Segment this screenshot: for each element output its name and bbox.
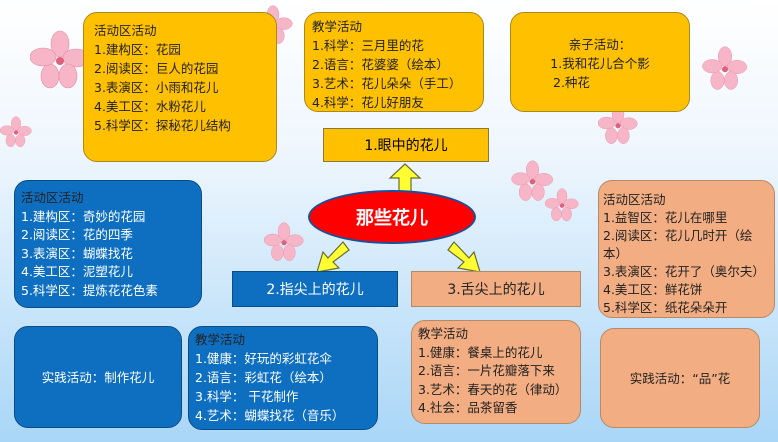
flower-decoration [30,30,90,89]
box-title: 活动区活动 [21,190,84,205]
flower-decoration [545,188,579,222]
theme-label: 1.眼中的花儿 [364,138,448,154]
theme-label: 3.舌尖上的花儿 [447,282,545,298]
activity-area-box-mid-right: 活动区活动 1.益智区：花儿在哪里 2.阅读区：花儿几时开（绘 本） 3.表演区… [598,180,775,318]
center-topic-ellipse: 那些花儿 [308,190,476,244]
arrow-down-left-icon [316,241,350,273]
box-item: 5.科学区：探秘花儿结构 [94,118,231,133]
teaching-box-bottom-right: 教学活动 1.健康：餐桌上的花儿 2.语言：一片花瓣落下来 3.艺术：春天的花（… [411,320,581,424]
flower-decoration [263,222,304,261]
theme-1-box: 1.眼中的花儿 [323,128,489,162]
box-item: 4.科学：花儿好朋友 [312,95,424,110]
theme-3-box: 3.舌尖上的花儿 [411,271,581,307]
box-item: 3.艺术：春天的花（律动） [418,381,568,397]
center-topic: 那些花儿 [356,208,428,229]
box-item: 1.建构区：花园 [94,42,181,57]
box-item: 3.艺术：花儿朵朵（手工） [312,76,462,91]
box-item: 4.艺术：蝴蝶找花（音乐） [195,408,345,423]
box-item: 2.种花 [553,75,590,90]
box-item: 2.语言：花婆婆（绘本） [312,57,449,72]
box-item: 本） [603,246,629,261]
box-item: 2.语言：一片花瓣落下来 [418,363,555,378]
box-title: 活动区活动 [94,23,157,38]
box-title: 活动区活动 [603,192,666,207]
box-item: 3.科学： 干花制作 [195,389,299,404]
box-item: 1.益智区：花儿在哪里 [603,210,728,225]
box-item: 2.阅读区：花的四季 [21,227,133,242]
box-title: 教学活动 [195,332,246,347]
box-item: 1.健康：好玩的彩虹花伞 [195,351,332,366]
box-item: 5.科学区：提炼花花色素 [21,282,158,298]
flower-decoration [702,46,747,90]
box-item: 2.阅读区：花儿几时开（绘 [603,228,753,243]
teaching-box-top: 教学活动 1.科学：三月里的花 2.语言：花婆婆（绘本） 3.艺术：花儿朵朵（手… [304,12,484,112]
flower-decoration [0,116,32,148]
box-title: 教学活动 [312,19,363,34]
theme-label: 2.指尖上的花儿 [266,282,364,298]
activity-area-box-top-left: 活动区活动 1.建构区：花园 2.阅读区：巨人的花园 3.表演区：小雨和花儿 4… [83,12,277,162]
practice-box-left: 实践活动：制作花儿 [14,326,182,428]
box-item: 2.语言：彩虹花（绘本） [195,370,332,385]
box-item: 4.美工区：鲜花饼 [603,282,703,297]
parent-child-box: 亲子活动： 1.我和花儿合个影 2.种花 [510,12,690,112]
box-item: 5.科学区：纸花朵朵开 [603,300,728,315]
box-title: 教学活动 [418,326,469,341]
box-item: 2.阅读区：巨人的花园 [94,61,219,76]
box-text: 实践活动：制作花儿 [41,369,155,385]
box-item: 4.美工区：水粉花儿 [94,99,206,114]
box-item: 3.表演区：花开了（奥尔夫） [603,264,765,279]
arrow-down-right-icon [447,241,481,273]
theme-2-box: 2.指尖上的花儿 [232,271,398,307]
practice-box-right: 实践活动：“品”花 [600,328,760,428]
teaching-box-bottom-left: 教学活动 1.健康：好玩的彩虹花伞 2.语言：彩虹花（绘本） 3.科学： 干花制… [188,326,378,430]
box-item: 4.社会：品茶留香 [418,400,518,415]
box-item: 1.科学：三月里的花 [312,38,424,53]
box-item: 1.健康：餐桌上的花儿 [418,344,543,360]
activity-area-box-mid-left: 活动区活动 1.建构区：奇妙的花园 2.阅读区：花的四季 3.表演区：蝴蝶找花 … [14,180,202,308]
box-text: 实践活动：“品”花 [629,370,731,386]
box-title: 亲子活动： [568,37,632,52]
box-item: 1.建构区：奇妙的花园 [21,208,146,224]
box-item: 1.我和花儿合个影 [550,56,650,71]
box-item: 4.美工区：泥塑花儿 [21,264,133,279]
box-item: 3.表演区：蝴蝶找花 [21,245,133,261]
flower-decoration [511,160,554,201]
box-item: 3.表演区：小雨和花儿 [94,80,219,95]
